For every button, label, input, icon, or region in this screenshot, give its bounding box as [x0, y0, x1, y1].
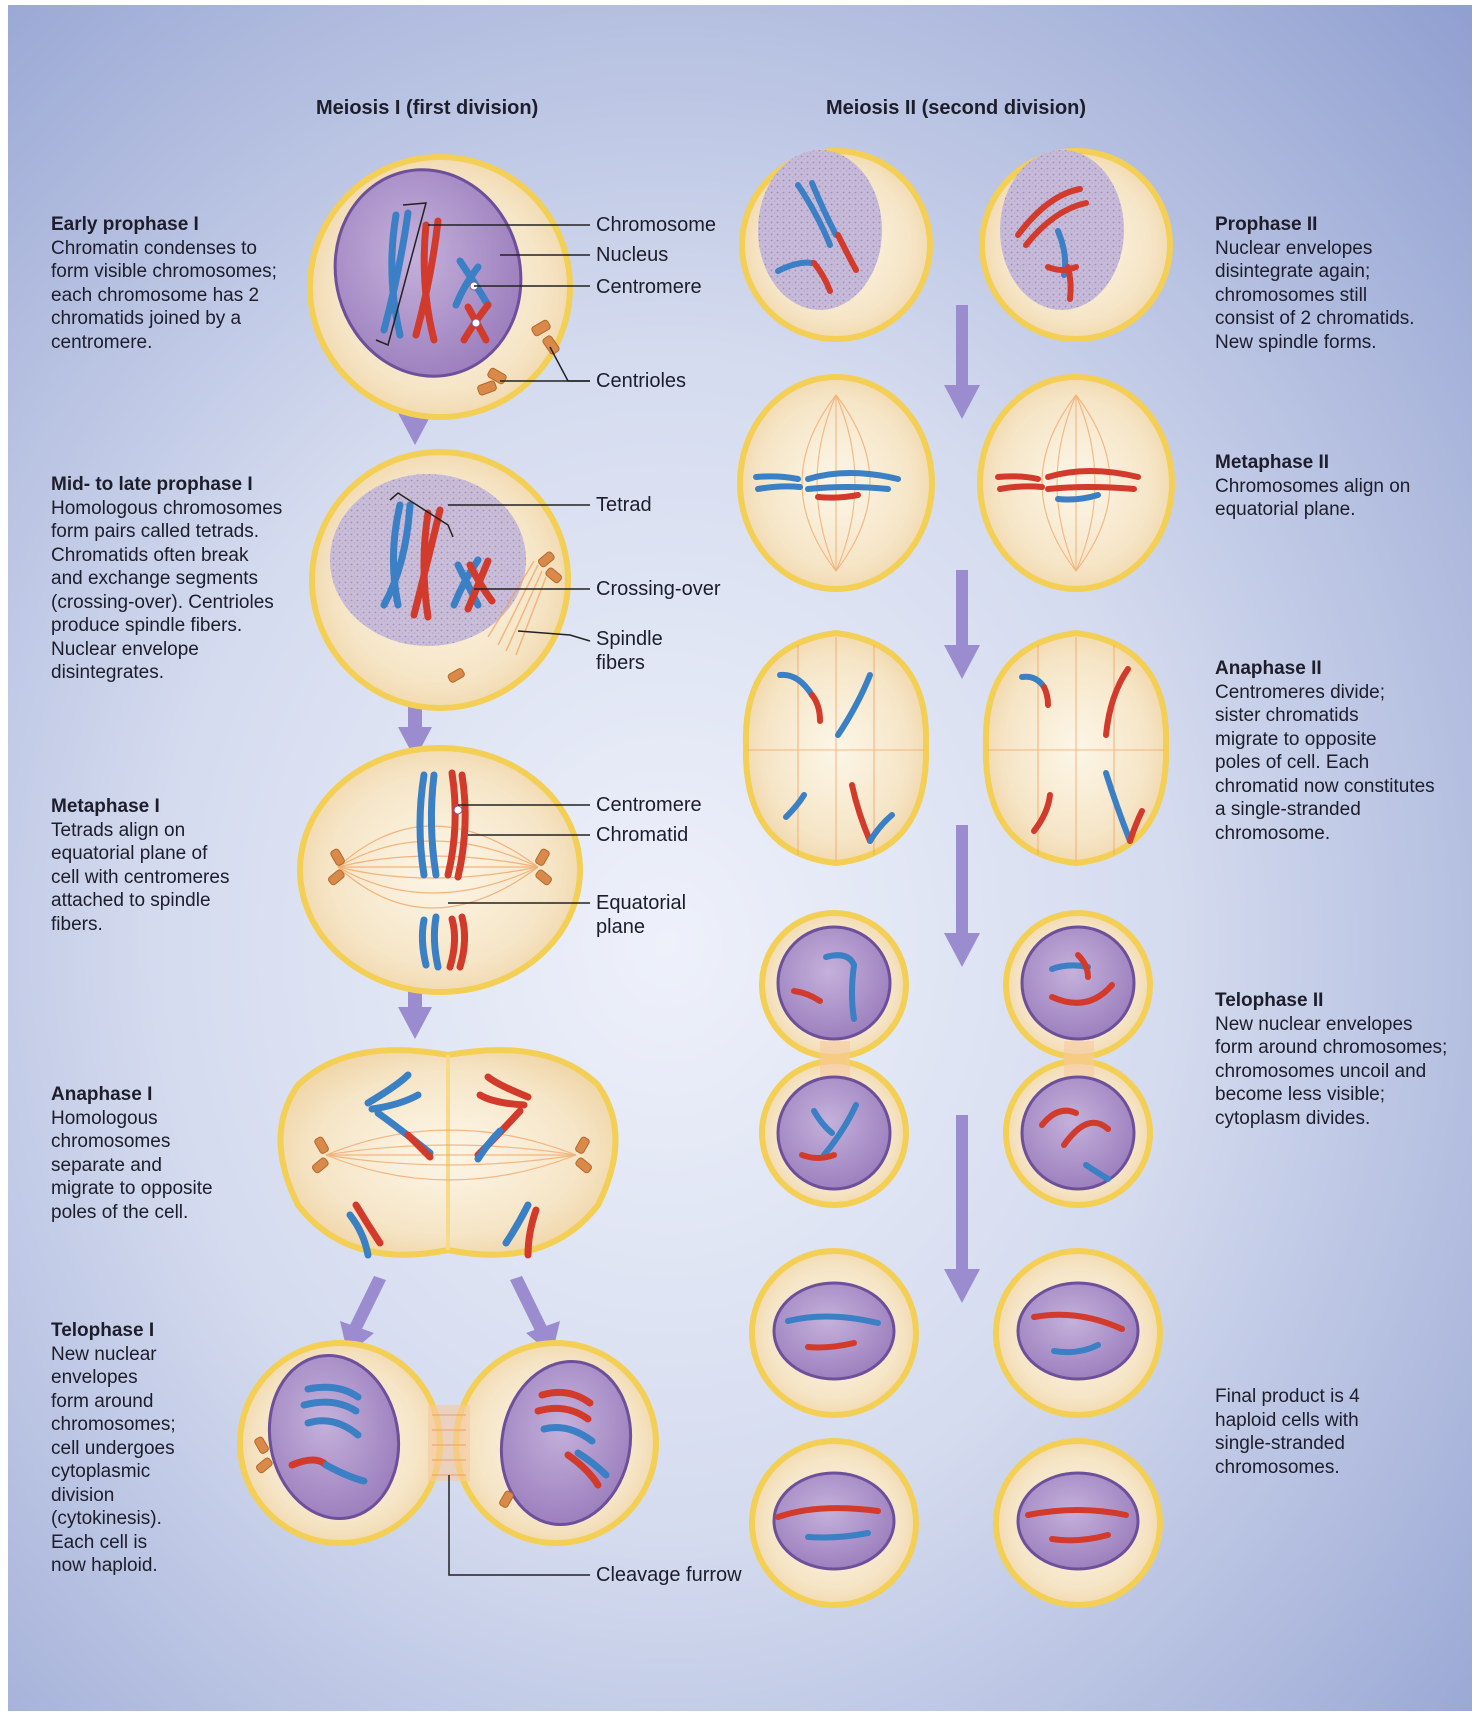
cell-anaphase-2-right — [986, 633, 1166, 863]
cell-metaphase-2-left — [740, 377, 932, 589]
stage-title: Metaphase II — [1215, 451, 1465, 475]
stage-text: New nuclear envelopes form around chromo… — [51, 1343, 271, 1578]
stage-text: Homologous chromosomes form pairs called… — [51, 497, 321, 685]
label-cleavage-furrow: Cleavage furrow — [596, 1563, 742, 1587]
cell-final-bottom-left — [752, 1441, 916, 1605]
label-chromosome: Chromosome — [596, 213, 716, 237]
label-tetrad: Tetrad — [596, 493, 652, 517]
stage-text: Centromeres divide; sister chromatids mi… — [1215, 681, 1465, 846]
cell-telophase-2-right — [1006, 913, 1150, 1205]
cell-prophase-2-left — [742, 150, 930, 339]
stage-title: Metaphase I — [51, 795, 311, 819]
desc-final-product: Final product is 4 haploid cells with si… — [1215, 1385, 1465, 1479]
stage-title: Mid- to late prophase I — [51, 473, 321, 497]
label-equatorial-plane: Equatorial plane — [596, 891, 686, 939]
label-nucleus: Nucleus — [596, 243, 668, 267]
cell-mid-late-prophase-1 — [312, 452, 568, 708]
meiosis-diagram: Meiosis I (first division) Meiosis II (s… — [8, 5, 1472, 1711]
desc-mid-late-prophase-1: Mid- to late prophase I Homologous chrom… — [51, 473, 321, 685]
desc-telophase-1: Telophase I New nuclear envelopes form a… — [51, 1319, 271, 1578]
desc-anaphase-1: Anaphase I Homologous chromosomes separa… — [51, 1083, 291, 1224]
meiosis-1-title: Meiosis I (first division) — [316, 97, 538, 120]
cell-prophase-2-right — [982, 150, 1170, 339]
label-centromere: Centromere — [596, 275, 702, 299]
stage-title: Prophase II — [1215, 213, 1465, 237]
label-crossing-over: Crossing-over — [596, 577, 720, 601]
stage-text: New nuclear envelopes form around chromo… — [1215, 1013, 1465, 1131]
stage-text: Tetrads align on equatorial plane of cel… — [51, 819, 311, 937]
desc-prophase-2: Prophase II Nuclear envelopes disintegra… — [1215, 213, 1465, 354]
meiosis-2-title: Meiosis II (second division) — [826, 97, 1086, 120]
desc-metaphase-2: Metaphase II Chromosomes align on equato… — [1215, 451, 1465, 522]
cell-final-top-right — [996, 1251, 1160, 1415]
cell-early-prophase-1 — [310, 149, 570, 417]
label-centrioles: Centrioles — [596, 369, 686, 393]
desc-early-prophase-1: Early prophase I Chromatin condenses to … — [51, 213, 311, 354]
stage-text: Chromosomes align on equatorial plane. — [1215, 475, 1465, 522]
cell-anaphase-1 — [281, 1050, 616, 1255]
stage-title: Anaphase II — [1215, 657, 1465, 681]
cell-anaphase-2-left — [746, 633, 926, 863]
cell-final-bottom-right — [996, 1441, 1160, 1605]
stage-title: Telophase II — [1215, 989, 1465, 1013]
stage-title: Telophase I — [51, 1319, 271, 1343]
cell-telophase-1 — [240, 1343, 656, 1543]
arrow-meiosis-2-stage-4 — [944, 1115, 980, 1303]
stage-text: Homologous chromosomes separate and migr… — [51, 1107, 291, 1225]
label-spindle-fibers: Spindle fibers — [596, 627, 663, 675]
cell-final-top-left — [752, 1251, 916, 1415]
stage-title: Early prophase I — [51, 213, 311, 237]
arrow-meiosis-2-stage-2 — [944, 570, 980, 679]
cell-telophase-2-left — [762, 913, 906, 1205]
label-chromatid: Chromatid — [596, 823, 688, 847]
cell-metaphase-2-right — [980, 377, 1172, 589]
stage-text: Chromatin condenses to form visible chro… — [51, 237, 311, 355]
desc-anaphase-2: Anaphase II Centromeres divide; sister c… — [1215, 657, 1465, 845]
desc-telophase-2: Telophase II New nuclear envelopes form … — [1215, 989, 1465, 1130]
stage-title: Anaphase I — [51, 1083, 291, 1107]
label-centromere: Centromere — [596, 793, 702, 817]
arrow-meiosis-2-stage-1 — [944, 305, 980, 419]
stage-text: Final product is 4 haploid cells with si… — [1215, 1385, 1465, 1479]
stage-text: Nuclear envelopes disintegrate again; ch… — [1215, 237, 1465, 355]
arrow-meiosis-2-stage-3 — [944, 825, 980, 967]
desc-metaphase-1: Metaphase I Tetrads align on equatorial … — [51, 795, 311, 936]
cell-metaphase-1 — [300, 748, 580, 992]
